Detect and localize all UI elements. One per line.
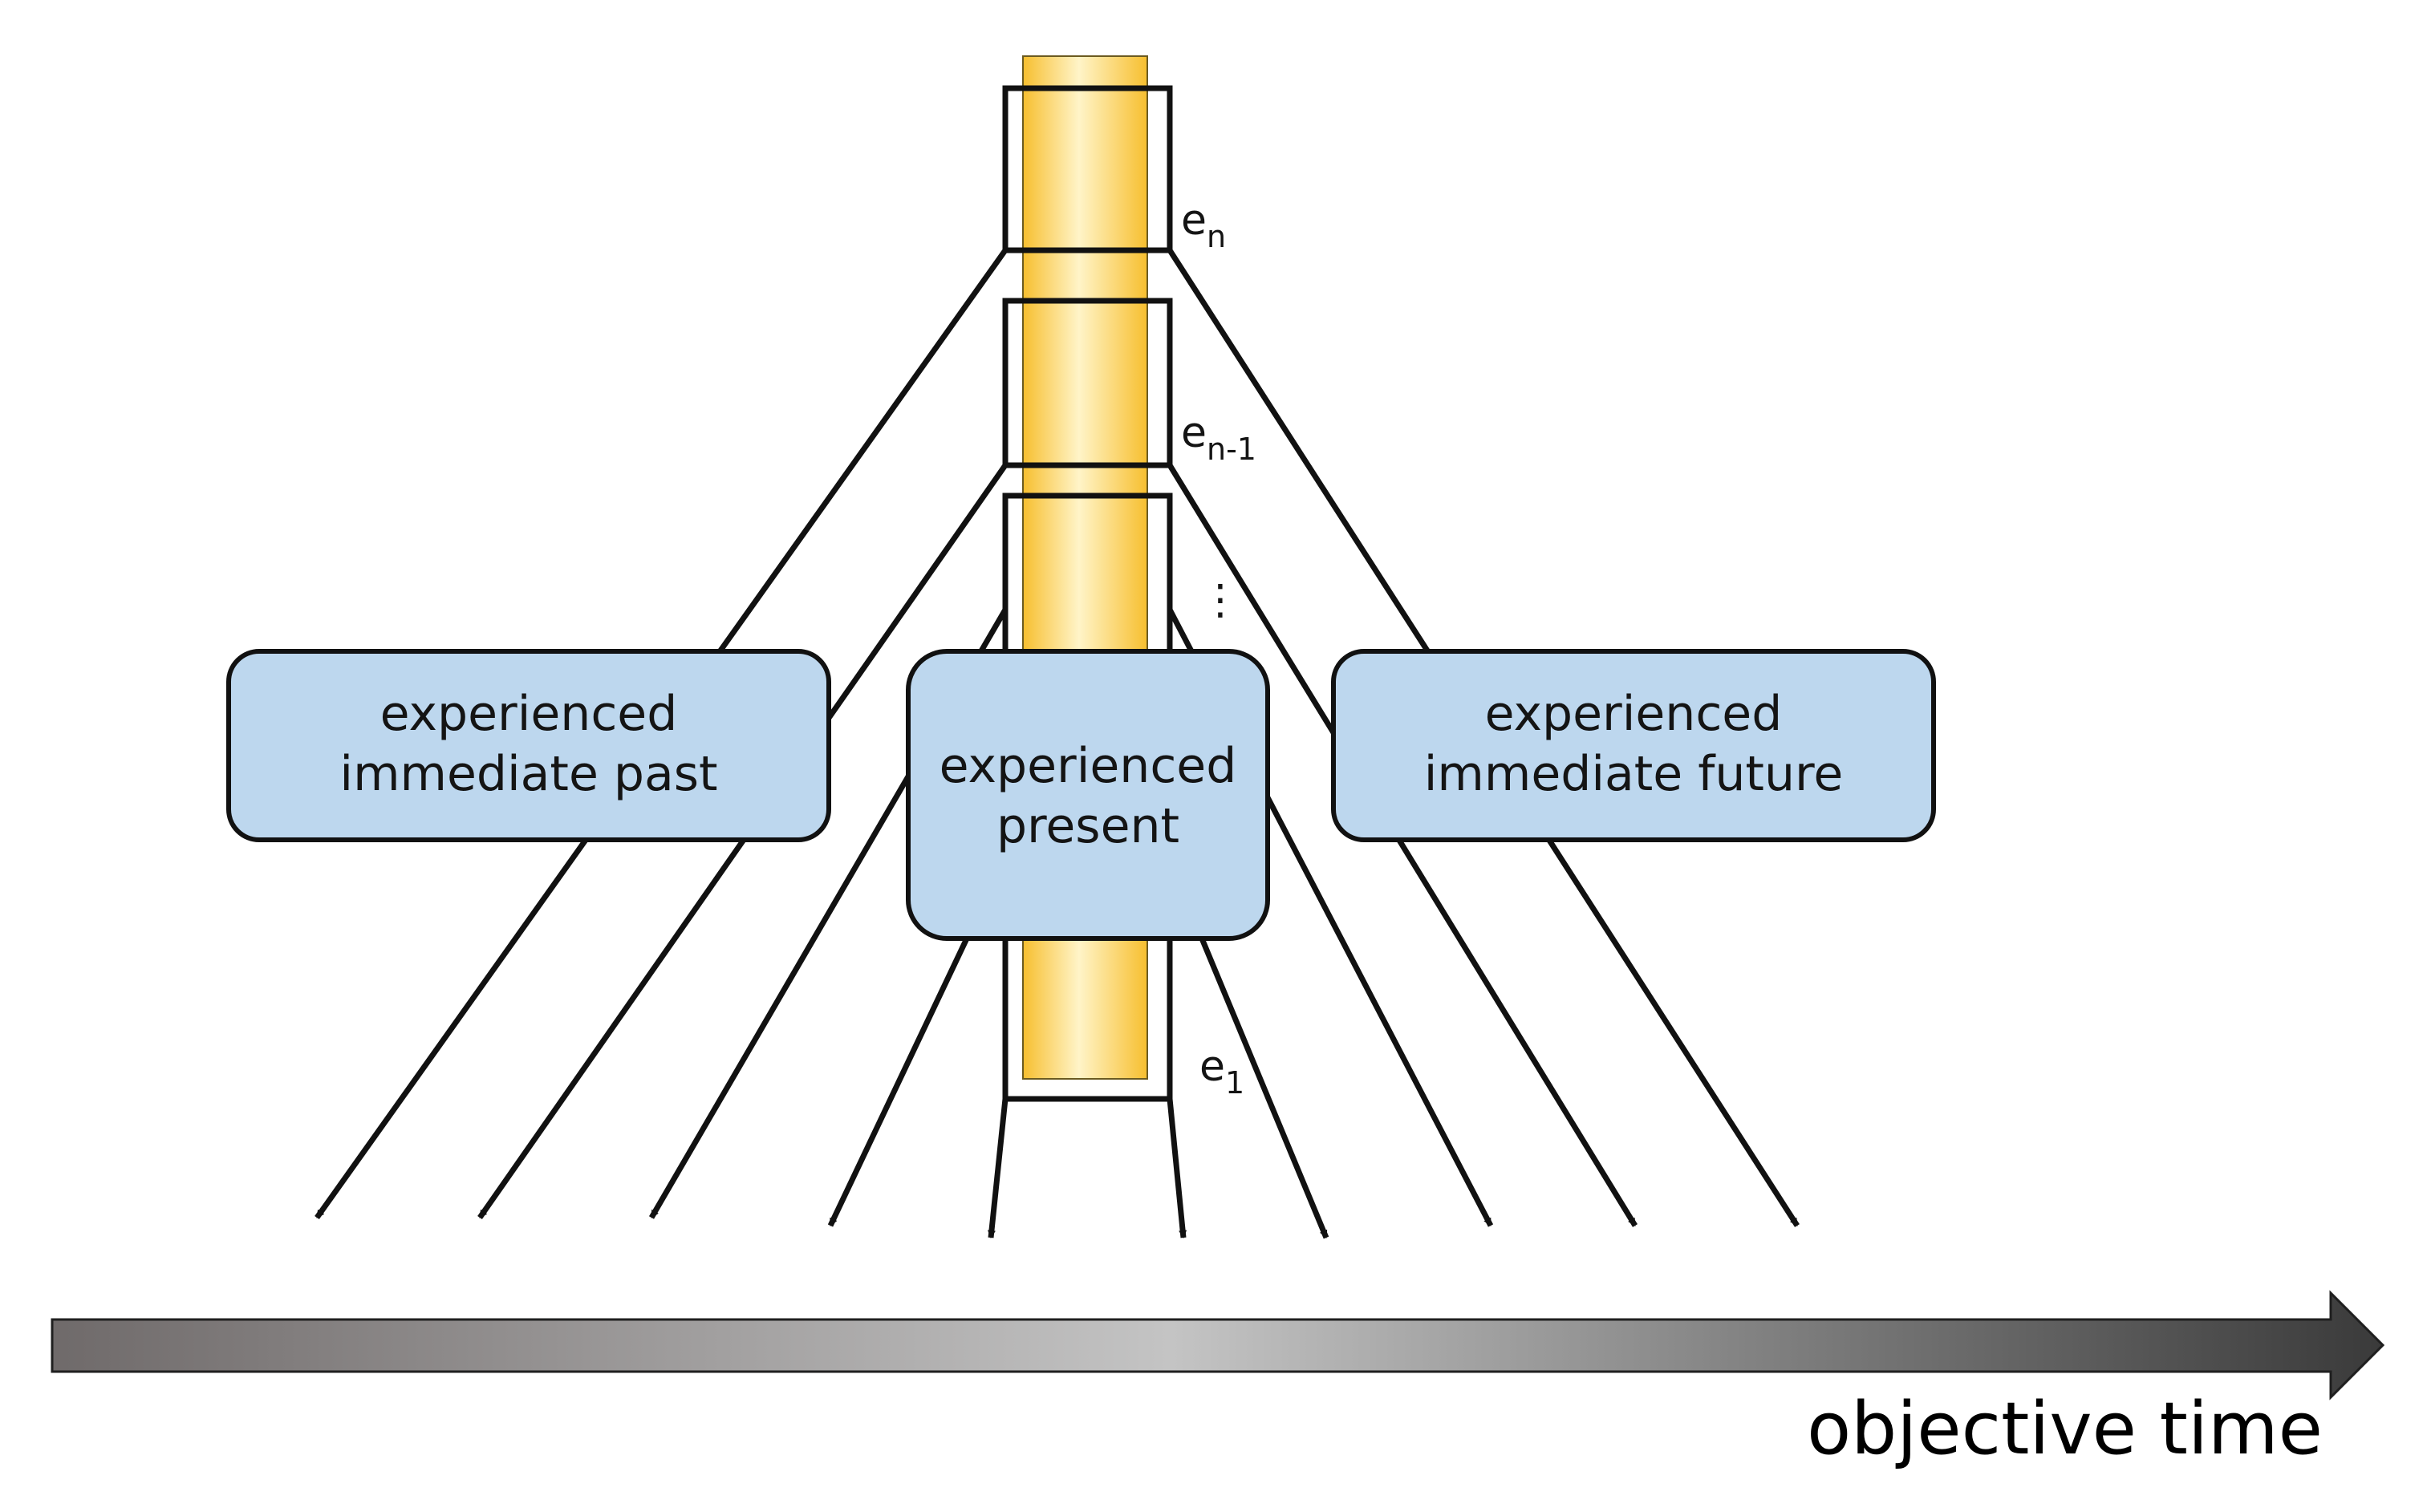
svg-text:immediate past: immediate past — [339, 746, 717, 802]
svg-text:experienced: experienced — [1485, 686, 1783, 742]
event-ellipsis: ⋮ — [1199, 576, 1241, 624]
axis-label: objective time — [1807, 1387, 2323, 1471]
event-label-en-1: en-1 — [1181, 409, 1256, 467]
objective-time-axis — [51, 1290, 2385, 1401]
event-label-e1: e1 — [1199, 1043, 1244, 1101]
experienced-immediate-past-box: experienced immediate past — [226, 649, 831, 842]
event-frame-en-1 — [1002, 298, 1173, 468]
event-label-en: en — [1181, 197, 1226, 254]
experienced-immediate-future-box: experienced immediate future — [1331, 649, 1936, 842]
svg-text:immediate future: immediate future — [1424, 746, 1843, 802]
arrow-present-left — [827, 937, 970, 1227]
arrow-e1-right — [1167, 1098, 1187, 1238]
arrow-en-1-future — [1167, 464, 1638, 1227]
experienced-present-box: experienced present — [906, 649, 1270, 941]
svg-text:present: present — [996, 798, 1179, 854]
arrow-present-right — [1199, 937, 1329, 1239]
svg-text:experienced: experienced — [380, 686, 678, 742]
arrow-e1-left — [987, 1098, 1009, 1238]
svg-text:experienced: experienced — [940, 738, 1237, 794]
event-frame-en — [1002, 85, 1173, 253]
